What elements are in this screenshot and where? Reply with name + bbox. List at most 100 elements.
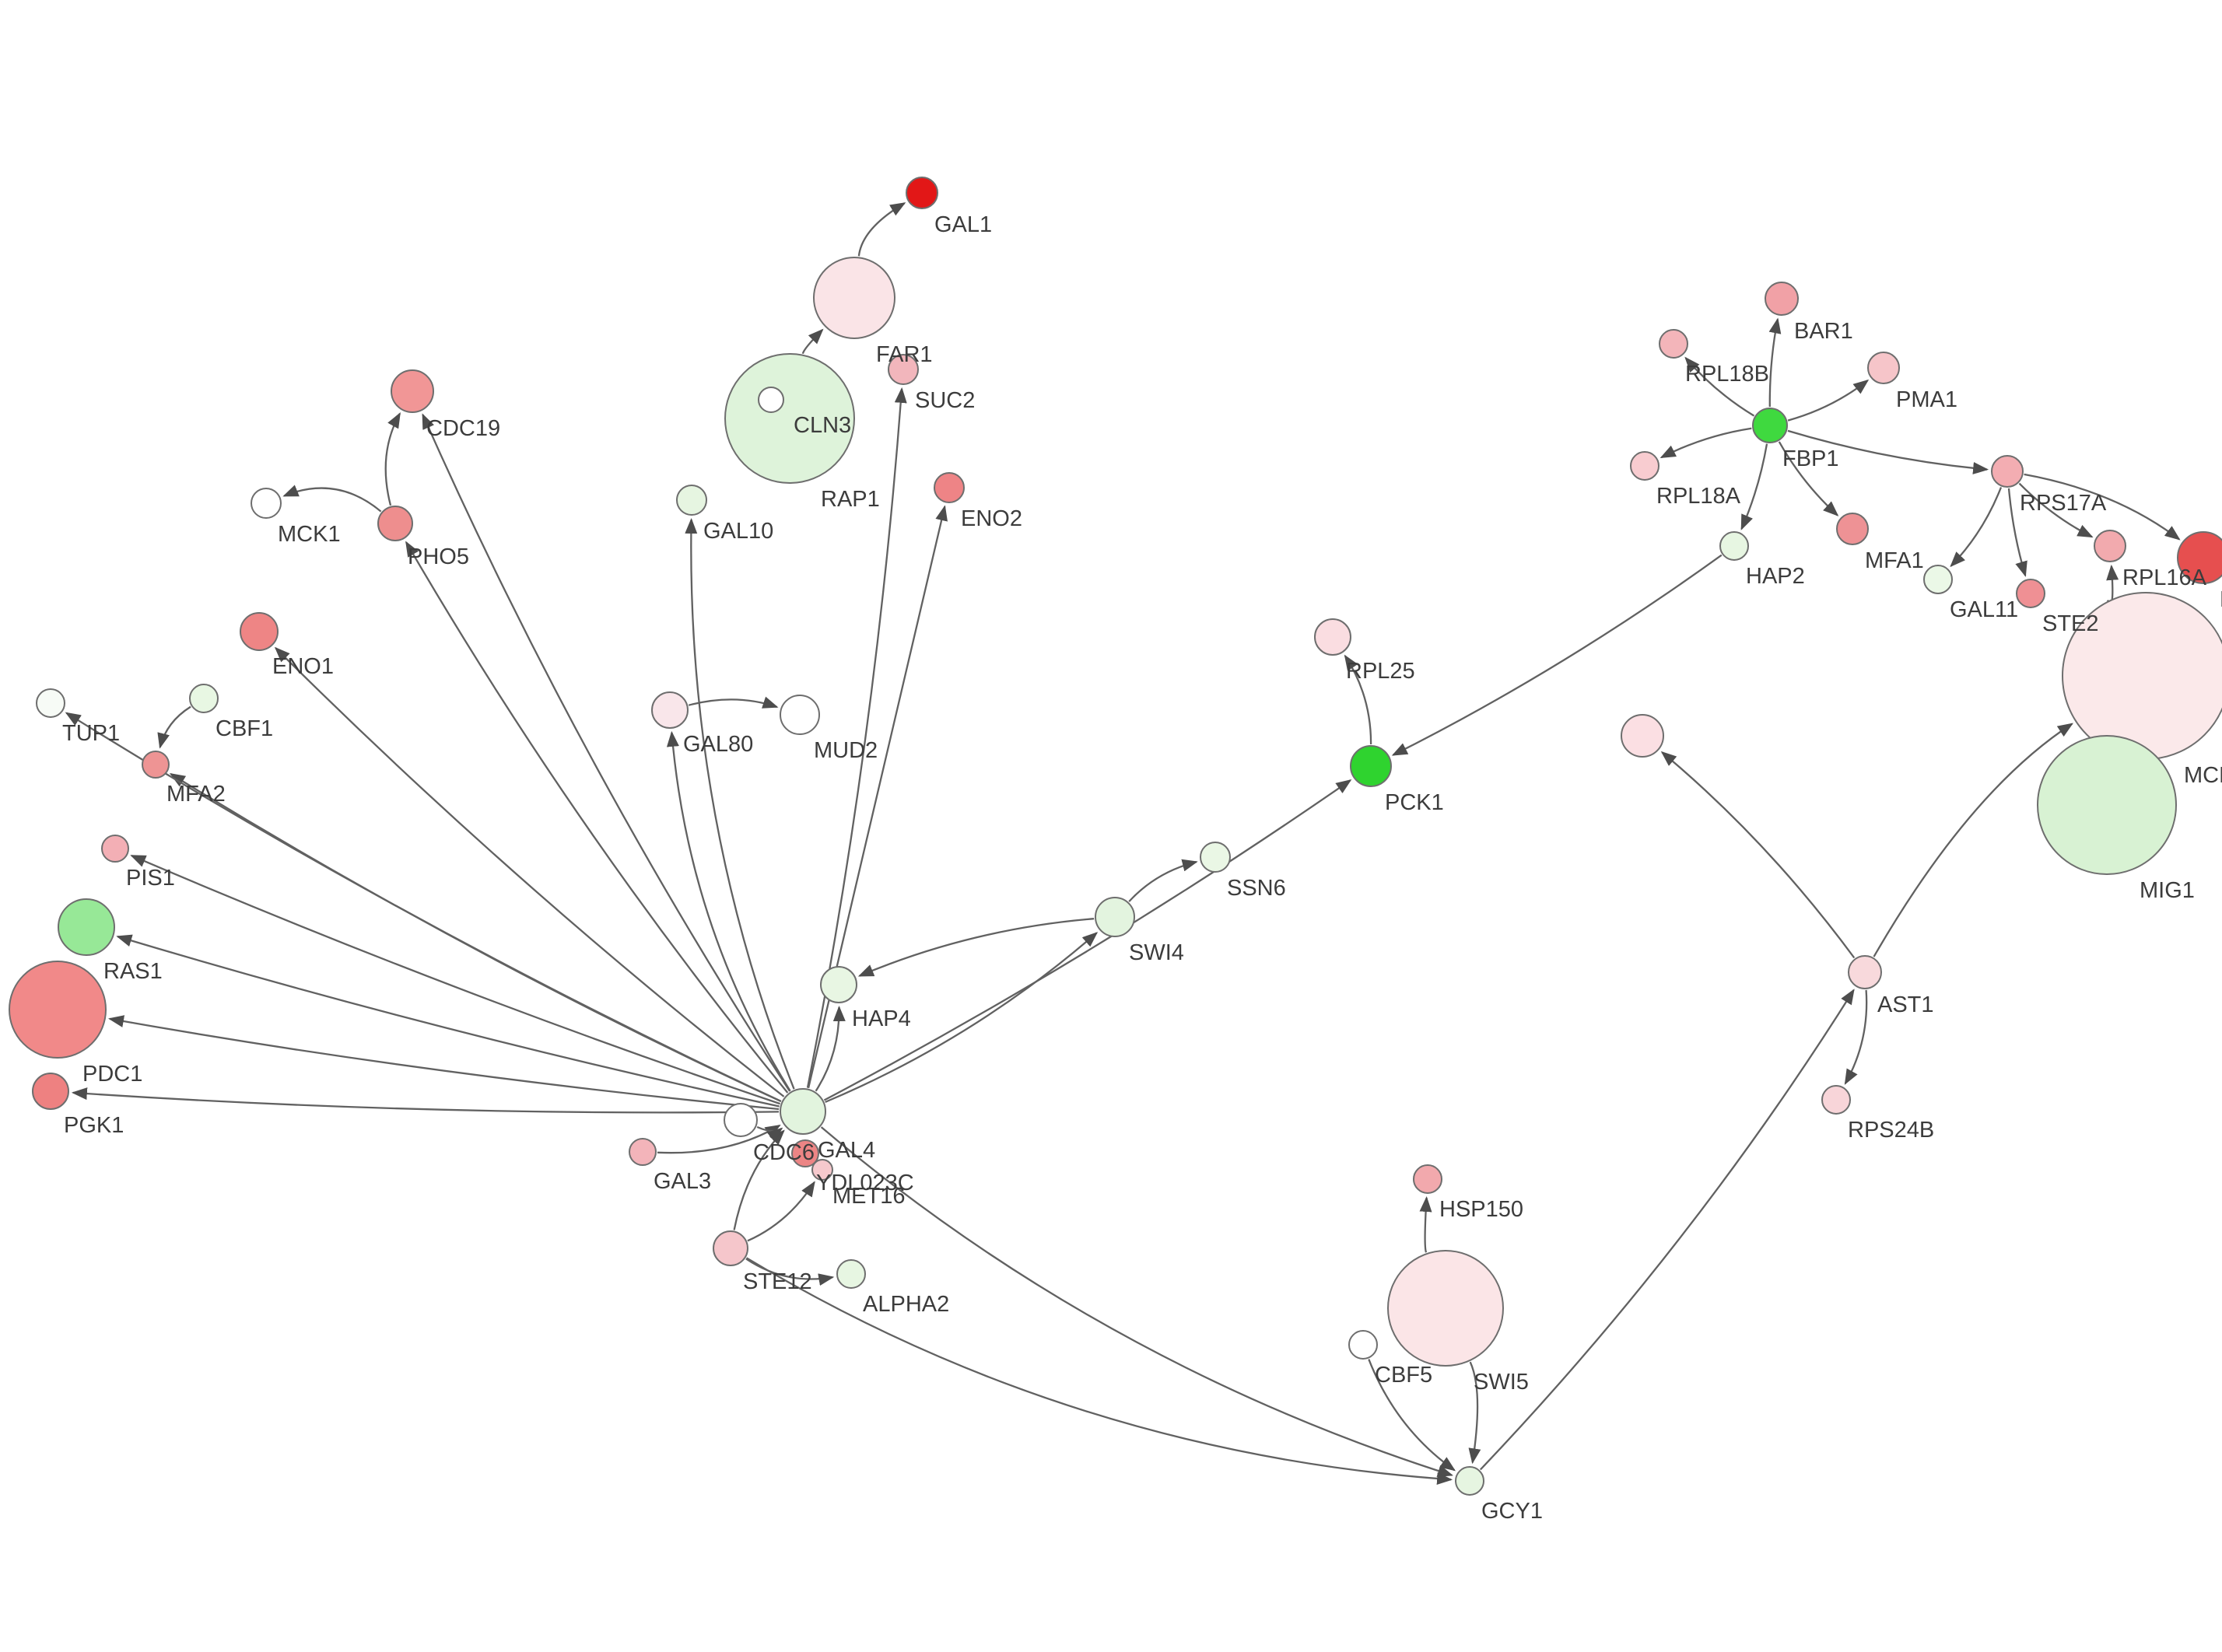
node-RPS17A[interactable]: [1991, 455, 2024, 488]
edge-GAL4-ENO2[interactable]: [807, 505, 948, 1089]
edge-FAR1-GAL1[interactable]: [857, 202, 906, 257]
node-PCK1[interactable]: [1350, 745, 1392, 787]
node-PIS1[interactable]: [101, 835, 129, 863]
edge-RPS17A-RPL16A[interactable]: [2018, 482, 2094, 538]
node-FBP1[interactable]: [1752, 408, 1788, 443]
edge-GAL4-MFA2[interactable]: [169, 773, 782, 1103]
edge-FBP1-PMA1[interactable]: [1787, 379, 1870, 422]
node-PDC1[interactable]: [9, 961, 107, 1059]
node-RPL16A[interactable]: [2094, 530, 2126, 562]
edge-GAL80-MUD2[interactable]: [688, 696, 779, 709]
node-HAP2[interactable]: [1719, 531, 1749, 561]
edge-GAL4-PCK1[interactable]: [823, 779, 1352, 1101]
node-PGK1[interactable]: [32, 1073, 69, 1110]
node-TUP1[interactable]: [36, 688, 65, 718]
node-SUC2[interactable]: [888, 354, 919, 385]
node-SSN6[interactable]: [1200, 842, 1231, 873]
node-YDL023C[interactable]: [791, 1139, 819, 1167]
node-GAL80[interactable]: [651, 691, 689, 729]
edge-RPS17A-GAL11[interactable]: [1950, 487, 2003, 568]
node-CDC19[interactable]: [391, 369, 434, 413]
edge-STE12-GCY1[interactable]: [746, 1257, 1453, 1486]
node-AST1[interactable]: [1848, 955, 1882, 989]
node-MET16[interactable]: [811, 1159, 833, 1181]
node-GAL11[interactable]: [1923, 565, 1953, 594]
node-PMA1[interactable]: [1867, 352, 1900, 384]
node-GCY1[interactable]: [1455, 1466, 1484, 1496]
node-ENO2[interactable]: [934, 472, 965, 503]
node-GAL3[interactable]: [629, 1138, 657, 1166]
edge-SWI4-SSN6[interactable]: [1128, 859, 1198, 902]
node-STE12[interactable]: [713, 1230, 748, 1266]
edge-CDC6-GAL4[interactable]: [756, 1125, 783, 1143]
edge-GAL4-RAS1[interactable]: [116, 934, 780, 1108]
node-FAR1[interactable]: [813, 257, 895, 339]
edge-GAL4-ENO1[interactable]: [274, 646, 785, 1097]
edge-CBF1-MFA2[interactable]: [157, 705, 191, 749]
node-RPL25[interactable]: [1314, 618, 1351, 656]
node-ENO1[interactable]: [240, 612, 279, 651]
edge-GAL4-PGK1[interactable]: [71, 1087, 780, 1114]
edge-GAL4-SWI4[interactable]: [825, 932, 1099, 1104]
edge-FBP1-RPL18A[interactable]: [1659, 427, 1752, 459]
node-CLN3[interactable]: [758, 387, 784, 413]
edge-GAL4-CDC19[interactable]: [422, 413, 791, 1092]
edge-GAL4-TUP1[interactable]: [65, 712, 782, 1102]
node-CDC6[interactable]: [724, 1103, 758, 1137]
edge-FBP1-MFA1[interactable]: [1778, 441, 1839, 516]
node-CBF1[interactable]: [189, 684, 219, 713]
node-GAL4[interactable]: [780, 1088, 826, 1135]
node-RPL18A[interactable]: [1630, 451, 1659, 481]
edge-PHO5-CDC19[interactable]: [384, 412, 401, 506]
edge-GAL4-PDC1[interactable]: [108, 1015, 780, 1111]
node-HSP150[interactable]: [1413, 1164, 1442, 1194]
node-CBF5[interactable]: [1348, 1330, 1378, 1360]
edge-GAL4-GCY1[interactable]: [820, 1126, 1454, 1477]
edge-FBP1-RPL18B[interactable]: [1684, 356, 1755, 417]
node-HAP4[interactable]: [820, 966, 857, 1003]
edge-AST1-NODE1[interactable]: [1660, 751, 1856, 959]
edge-MCM1-RPL16A[interactable]: [2106, 564, 2119, 604]
edge-FBP1-HAP2[interactable]: [1740, 443, 1768, 530]
edge-FBP1-RPS17A[interactable]: [1787, 429, 1989, 474]
edge-GAL4-PIS1[interactable]: [130, 855, 780, 1105]
edge-SWI4-HAP4[interactable]: [857, 918, 1095, 977]
edge-FBP1-BAR1[interactable]: [1768, 317, 1782, 408]
node-NODE1[interactable]: [1621, 714, 1664, 758]
node-GAL1[interactable]: [906, 177, 938, 209]
node-GAL10[interactable]: [676, 485, 707, 516]
node-HIS4[interactable]: [2177, 531, 2222, 584]
node-PHO5[interactable]: [377, 506, 413, 541]
edge-STE12-ALPHA2[interactable]: [745, 1258, 835, 1286]
node-RAS1[interactable]: [58, 898, 115, 956]
node-RPS24B[interactable]: [1821, 1085, 1851, 1115]
node-MFA1[interactable]: [1836, 513, 1869, 545]
edge-STE12-MET16[interactable]: [747, 1181, 815, 1242]
edge-RPS17A-HIS4[interactable]: [2024, 473, 2181, 541]
edge-CBF5-GCY1[interactable]: [1368, 1359, 1456, 1472]
node-MUD2[interactable]: [780, 695, 820, 735]
edge-RAP1-FAR1[interactable]: [801, 328, 824, 355]
edge-GAL4-GAL10[interactable]: [685, 518, 795, 1090]
node-RAP1[interactable]: [724, 353, 855, 484]
edge-SWI5-HSP150[interactable]: [1419, 1196, 1432, 1253]
edge-AST1-MCM1[interactable]: [1873, 723, 2073, 957]
node-SWI4[interactable]: [1095, 897, 1135, 937]
node-RPL18B[interactable]: [1659, 329, 1688, 359]
node-MCK1[interactable]: [251, 488, 282, 519]
edge-GAL4-PHO5[interactable]: [405, 541, 789, 1094]
node-STE2[interactable]: [2016, 579, 2045, 608]
edge-RPS17A-STE2[interactable]: [2007, 488, 2027, 577]
node-BAR1[interactable]: [1765, 282, 1799, 316]
node-MIG1[interactable]: [2037, 735, 2177, 875]
edge-HAP2-PCK1[interactable]: [1391, 554, 1723, 756]
edge-GCY1-AST1[interactable]: [1479, 989, 1855, 1471]
node-MFA2[interactable]: [142, 751, 170, 779]
node-ALPHA2[interactable]: [836, 1259, 866, 1289]
edge-AST1-RPS24B[interactable]: [1844, 989, 1868, 1085]
edge-SWI5-GCY1[interactable]: [1468, 1361, 1481, 1465]
node-SWI5[interactable]: [1387, 1250, 1504, 1367]
edge-GAL4-HAP4[interactable]: [815, 1006, 846, 1092]
